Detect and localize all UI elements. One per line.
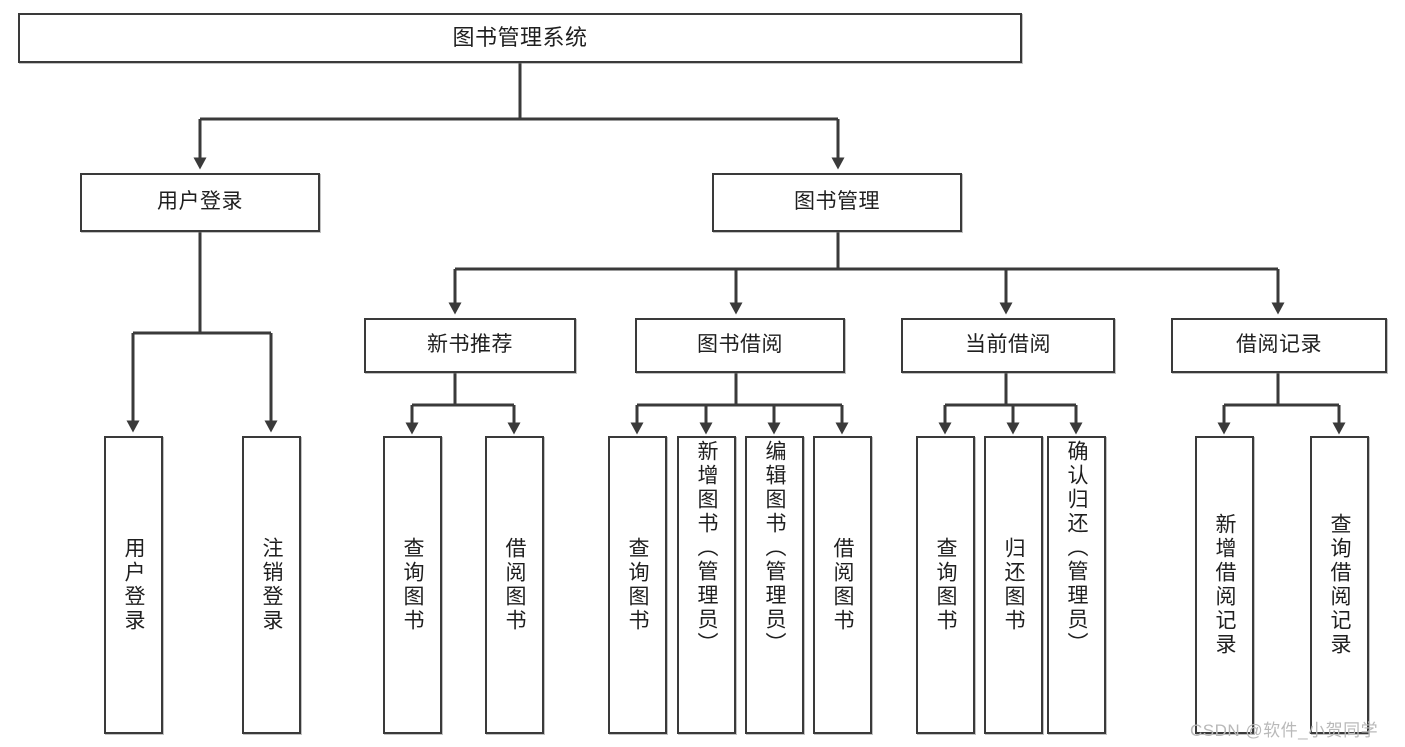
node-current-borrow[interactable]: 当前借阅 <box>901 318 1115 373</box>
node-label: 新增借阅记录 <box>1213 513 1236 657</box>
node-root-book-management-system[interactable]: 图书管理系统 <box>18 13 1022 63</box>
leaf-return-book[interactable]: 归还图书 <box>984 436 1043 734</box>
node-label: 新书推荐 <box>427 333 513 357</box>
node-label: 用户登录 <box>157 190 243 214</box>
node-book-management[interactable]: 图书管理 <box>712 173 962 232</box>
node-label: 查询图书 <box>401 537 424 633</box>
node-label: 当前借阅 <box>965 333 1051 357</box>
node-label: 图书管理系统 <box>452 25 588 51</box>
leaf-logout-login[interactable]: 注销登录 <box>242 436 301 734</box>
leaf-add-book-admin[interactable]: 新增图书（管理员） <box>677 436 736 734</box>
leaf-query-book-current[interactable]: 查询图书 <box>916 436 975 734</box>
node-label: 确认归还（管理员） <box>1065 440 1088 656</box>
node-label: 查询借阅记录 <box>1328 513 1351 657</box>
node-label: 查询图书 <box>626 537 649 633</box>
leaf-borrow-book[interactable]: 借阅图书 <box>813 436 872 734</box>
node-label: 查询图书 <box>934 537 957 633</box>
leaf-query-borrow-record[interactable]: 查询借阅记录 <box>1310 436 1369 734</box>
node-label: 图书管理 <box>794 190 880 214</box>
node-label: 借阅图书 <box>503 537 526 633</box>
node-book-borrow[interactable]: 图书借阅 <box>635 318 845 373</box>
node-label: 图书借阅 <box>697 333 783 357</box>
node-new-book-recommend[interactable]: 新书推荐 <box>364 318 576 373</box>
leaf-add-borrow-record[interactable]: 新增借阅记录 <box>1195 436 1254 734</box>
node-label: 注销登录 <box>260 537 283 633</box>
watermark: CSDN @软件_小贺同学 <box>1190 721 1379 740</box>
leaf-query-book-borrow[interactable]: 查询图书 <box>608 436 667 734</box>
leaf-borrow-book-recommend[interactable]: 借阅图书 <box>485 436 544 734</box>
leaf-confirm-return-admin[interactable]: 确认归还（管理员） <box>1047 436 1106 734</box>
node-label: 借阅图书 <box>831 537 854 633</box>
node-user-login[interactable]: 用户登录 <box>80 173 320 232</box>
node-label: 借阅记录 <box>1236 333 1322 357</box>
leaf-edit-book-admin[interactable]: 编辑图书（管理员） <box>745 436 804 734</box>
node-label: 新增图书（管理员） <box>695 440 718 656</box>
node-label: 编辑图书（管理员） <box>763 440 786 656</box>
node-label: 用户登录 <box>122 537 145 633</box>
leaf-query-book-recommend[interactable]: 查询图书 <box>383 436 442 734</box>
node-label: 归还图书 <box>1002 537 1025 633</box>
node-borrow-record[interactable]: 借阅记录 <box>1171 318 1387 373</box>
leaf-user-login[interactable]: 用户登录 <box>104 436 163 734</box>
